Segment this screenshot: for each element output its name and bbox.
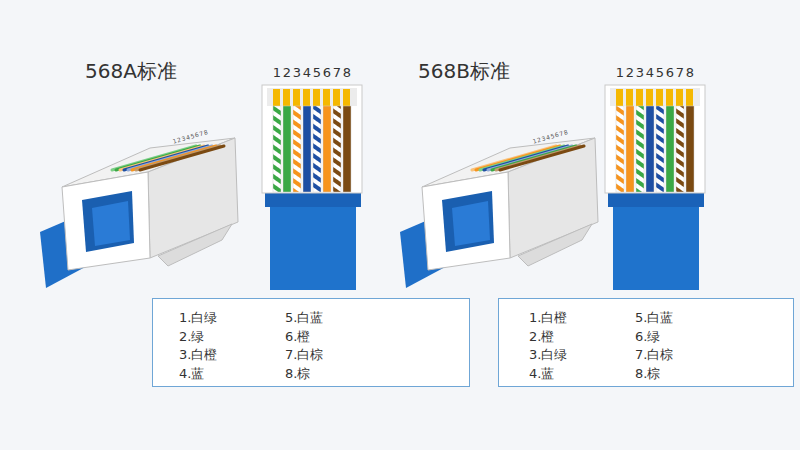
- pin-number: 8: [343, 66, 351, 79]
- plug-perspective: [400, 138, 598, 288]
- pin-number: 2: [283, 66, 291, 79]
- plug-perspective: [140, 146, 224, 170]
- pin-number: 1: [616, 66, 624, 79]
- plug-front-view: [636, 106, 644, 192]
- plug-front-view: [323, 106, 331, 192]
- wire-color-entry: 5.白蓝: [285, 310, 323, 326]
- wire-color-entry: 4.蓝: [529, 366, 554, 382]
- pin-number-small: 12345678: [532, 129, 569, 145]
- plug-front-view: [333, 89, 340, 106]
- pin-number: 6: [323, 66, 331, 79]
- plug-front-view: [343, 89, 350, 106]
- pin-number: 4: [303, 66, 311, 79]
- wire-color-entry: 7.白棕: [635, 347, 673, 363]
- wire-color-entry: 1.白绿: [179, 310, 217, 326]
- plug-front-view: [626, 106, 634, 192]
- pin-number: 3: [293, 66, 301, 79]
- plug-front-view: [283, 89, 290, 106]
- plug-front-view: [265, 192, 361, 207]
- plug-perspective: [82, 191, 134, 252]
- wire-color-entry: 7.白棕: [285, 347, 323, 363]
- plug-front-view: [610, 88, 700, 106]
- plug-front-view: [656, 106, 664, 192]
- plug-front-view: [293, 106, 301, 192]
- plug-front-view: [656, 89, 663, 106]
- plug-front-view: [303, 89, 310, 106]
- plug-front-view: [608, 192, 704, 207]
- plug-perspective: [442, 191, 494, 252]
- wire-color-entry: 6.绿: [635, 329, 660, 345]
- plug-front-view: [323, 89, 330, 106]
- plug-perspective: [472, 146, 584, 170]
- plug-perspective: [452, 201, 490, 246]
- plug-front-view: [616, 89, 693, 106]
- pin-number: 5: [656, 66, 664, 79]
- pin-number: 7: [676, 66, 684, 79]
- plug-perspective: [62, 172, 150, 270]
- wire-color-entry: 4.蓝: [179, 366, 204, 382]
- pin-number: 3: [636, 66, 644, 79]
- plug-front-view: [616, 106, 624, 192]
- plug-front-view: [676, 89, 683, 106]
- wire-color-entry: 8.棕: [635, 366, 660, 382]
- wire-color-entry: 6.橙: [285, 329, 310, 345]
- plug-perspective: [422, 172, 510, 270]
- wire-color-entry: 3.白绿: [529, 347, 567, 363]
- plug-front-view: [273, 89, 280, 106]
- plug-front-view: [646, 89, 653, 106]
- plug-front-view: [626, 89, 633, 106]
- pin-number: 5: [313, 66, 321, 79]
- plug-perspective: [40, 138, 238, 288]
- plug-perspective: [92, 201, 130, 246]
- pin-number: 1: [273, 66, 281, 79]
- wire-color-entry: 1.白橙: [529, 310, 567, 326]
- plug-front-view: [686, 89, 693, 106]
- plug-front-view: [313, 106, 321, 192]
- plug-front-view: [666, 89, 673, 106]
- plug-front-view: [273, 89, 350, 106]
- wire-color-entry: 3.白橙: [179, 347, 217, 363]
- plug-front-view: [605, 85, 705, 290]
- wire-color-entry: 2.绿: [179, 329, 204, 345]
- plug-front-view: [333, 106, 341, 192]
- pin-number: 7: [333, 66, 341, 79]
- pin-number: 8: [686, 66, 694, 79]
- pin-number: 2: [626, 66, 634, 79]
- standard-title: 568B标准: [418, 61, 510, 81]
- plug-front-view: [686, 106, 694, 192]
- plug-front-view: [273, 106, 281, 192]
- plug-front-view: [262, 85, 362, 193]
- plug-front-view: [636, 89, 643, 106]
- pin-number: 4: [646, 66, 654, 79]
- plug-front-view: [666, 106, 674, 192]
- wire-color-entry: 5.白蓝: [635, 310, 673, 326]
- plug-front-view: [273, 106, 351, 192]
- plug-perspective: [158, 224, 232, 266]
- plug-front-view: [676, 106, 684, 192]
- plug-front-view: [262, 85, 362, 290]
- plug-front-view: [293, 89, 300, 106]
- plug-front-view: [283, 106, 291, 192]
- wire-color-entry: 2.橙: [529, 329, 554, 345]
- color-order-box: 1.白绿 2.绿 3.白橙 4.蓝 5.白蓝 6.橙 7.白棕 8.棕: [152, 298, 470, 387]
- plug-front-view: [605, 85, 705, 193]
- plug-front-view: [343, 106, 351, 192]
- plug-front-view: [303, 106, 311, 192]
- pin-number-small: 12345678: [172, 129, 209, 145]
- plug-front-view: [646, 106, 654, 192]
- plug-front-view: [616, 89, 623, 106]
- plug-front-view: [616, 106, 694, 192]
- color-order-box: 1.白橙 2.橙 3.白绿 4.蓝 5.白蓝 6.绿 7.白棕 8.棕: [498, 298, 794, 387]
- standard-title: 568A标准: [85, 61, 177, 81]
- plug-front-view: [267, 88, 357, 106]
- plug-perspective: [112, 146, 224, 170]
- plug-front-view: [613, 206, 699, 290]
- wire-color-entry: 8.棕: [285, 366, 310, 382]
- plug-front-view: [270, 206, 356, 290]
- plug-front-view: [313, 89, 320, 106]
- plug-perspective: [500, 146, 584, 170]
- pin-number: 6: [666, 66, 674, 79]
- plug-perspective: [518, 224, 592, 266]
